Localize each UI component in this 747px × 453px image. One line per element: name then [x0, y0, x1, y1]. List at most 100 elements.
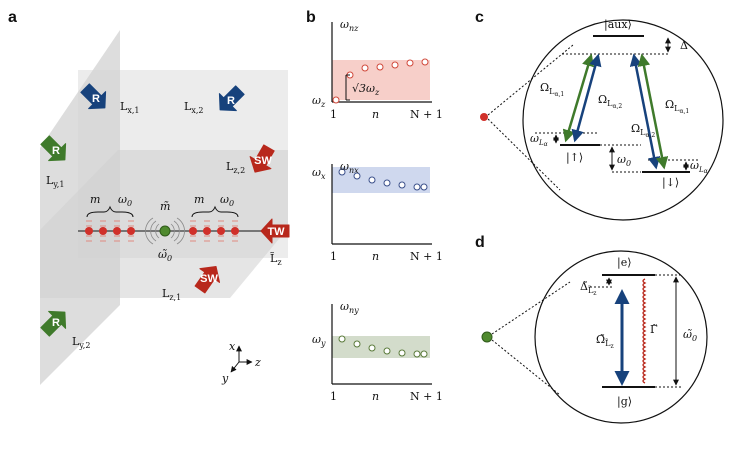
omega-tilde-label: ω̃0 — [158, 248, 172, 263]
mode-point — [391, 61, 399, 69]
mode-point — [398, 349, 406, 357]
m-tilde-label: m̃ — [160, 200, 170, 213]
axis-z-label: z — [254, 356, 261, 369]
gap-label: √3ωz — [352, 82, 380, 97]
x-tick-label: n — [372, 108, 379, 121]
panel-a-letter: a — [8, 9, 17, 26]
mode-point — [398, 181, 406, 189]
y-axis-label: ωnz — [340, 18, 359, 33]
mode-point — [353, 172, 361, 180]
ground-label: |g⟩ — [617, 395, 632, 409]
zoom-circle-c — [522, 19, 724, 221]
omega-tilde-d-label: ω̃0 — [683, 328, 697, 343]
coordinate-axes: x z y — [221, 340, 261, 385]
laser-arrow-r-x1 — [80, 83, 107, 110]
decay-wave — [642, 278, 647, 384]
ion-chain — [85, 217, 239, 245]
x-tick-label: N + 1 — [410, 250, 443, 263]
brace-right — [191, 205, 239, 218]
laser-arrow-label: Ly,1 — [46, 174, 64, 189]
floor-plane — [40, 150, 288, 298]
ion-red — [203, 227, 211, 235]
panel-d-letter: d — [475, 234, 485, 251]
mode-point — [361, 64, 369, 72]
m-right-label: m — [194, 193, 204, 206]
rabi-right-blue-label: ΩLα,2 — [631, 122, 655, 139]
laser-arrow-tag: SW — [254, 155, 272, 167]
mode-point — [413, 183, 421, 191]
shift-right-label: ωLα — [690, 159, 708, 175]
laser-arrow-tag: R — [52, 317, 60, 329]
mode-point — [383, 179, 391, 187]
ion-wave — [176, 217, 185, 245]
ion-red — [127, 227, 135, 235]
ion-wave — [173, 220, 180, 242]
laser-arrow-tag: SW — [200, 273, 218, 285]
ion-wave — [150, 220, 157, 242]
spectrum-plot-z: ωnz ωz 1 n N + 1 √3ωz — [312, 18, 443, 121]
mode-point — [420, 183, 428, 191]
zoom-circle-d — [534, 250, 708, 424]
laser-arrow-sw-z2 — [249, 144, 275, 173]
right-green-transition — [637, 53, 669, 170]
x-tick-label: 1 — [330, 108, 337, 121]
panel-a: m ω0 m̃ ω̃0 m ω0 RLx,1RLx,2RLy,1RLy,2SWL… — [40, 30, 290, 385]
mode-point — [368, 176, 376, 184]
m-left-label: m — [90, 193, 100, 206]
zoom-line-d-top — [491, 281, 571, 335]
panel-c: |aux⟩ Δ |↑⟩ |↓⟩ ω0 ΩLα,1 ΩLα,2 ΩLα,2 ΩLα… — [480, 18, 724, 221]
laser-arrow-body — [260, 218, 290, 244]
y-axis-label: ωnx — [340, 160, 359, 175]
laser-arrow-r-x2 — [218, 85, 245, 112]
ion-red-marker — [480, 113, 488, 121]
ion-wave — [155, 223, 160, 239]
ion-red — [113, 227, 121, 235]
panel-c-letter: c — [475, 9, 484, 26]
ion-red — [217, 227, 225, 235]
y-axis-label: ωny — [340, 300, 359, 315]
x-tick-label: 1 — [330, 390, 337, 403]
omega-left-label: ω0 — [118, 193, 132, 208]
mode-point — [413, 350, 421, 358]
x-tick-label: n — [372, 250, 379, 263]
rabi-left-blue-label: ΩLα,2 — [598, 93, 622, 110]
rabi-right-green-label: ΩLα,1 — [665, 98, 689, 115]
omega-right-label: ω0 — [220, 193, 234, 208]
laser-arrow-body — [194, 266, 221, 294]
panel-b-letter: b — [306, 9, 316, 26]
up-label: |↑⟩ — [566, 151, 583, 165]
mode-point — [338, 335, 346, 343]
laser-arrow-sw-z1 — [194, 266, 221, 294]
band — [332, 167, 430, 193]
laser-arrow-label: L̃z — [270, 252, 282, 267]
shift-left-label: ωLα — [530, 132, 548, 148]
ion-green-marker — [481, 331, 493, 343]
laser-arrow-tag: R — [227, 95, 235, 107]
level-label: ωz — [312, 94, 326, 109]
brace-left — [86, 205, 134, 218]
mode-point — [421, 58, 429, 66]
laser-arrow-label: Lz,1 — [162, 287, 181, 302]
ion-red — [189, 227, 197, 235]
aux-label: |aux⟩ — [604, 18, 632, 32]
ion-red — [85, 227, 93, 235]
ion-red — [231, 227, 239, 235]
panel-d: |e⟩ |g⟩ Δ̃L̃z Ω̃L̃z Γ̃ ω̃0 — [481, 250, 708, 424]
zoom-line-d-bottom — [491, 339, 561, 396]
delta-label: Δ — [680, 39, 688, 52]
mode-point — [353, 340, 361, 348]
mode-point — [383, 347, 391, 355]
axis-y-label: y — [221, 372, 229, 385]
rabi-label: Ω̃L̃z — [596, 333, 614, 350]
laser-arrow-body — [218, 85, 245, 112]
x-tick-label: N + 1 — [410, 108, 443, 121]
laser-arrow-body — [40, 310, 67, 337]
rabi-left-green-label: ΩLα,1 — [540, 81, 564, 98]
left-blue-transition — [571, 53, 602, 143]
decay-label: Γ̃ — [650, 323, 658, 336]
laser-arrow-label: Lx,1 — [120, 100, 139, 115]
mode-point — [332, 96, 340, 104]
